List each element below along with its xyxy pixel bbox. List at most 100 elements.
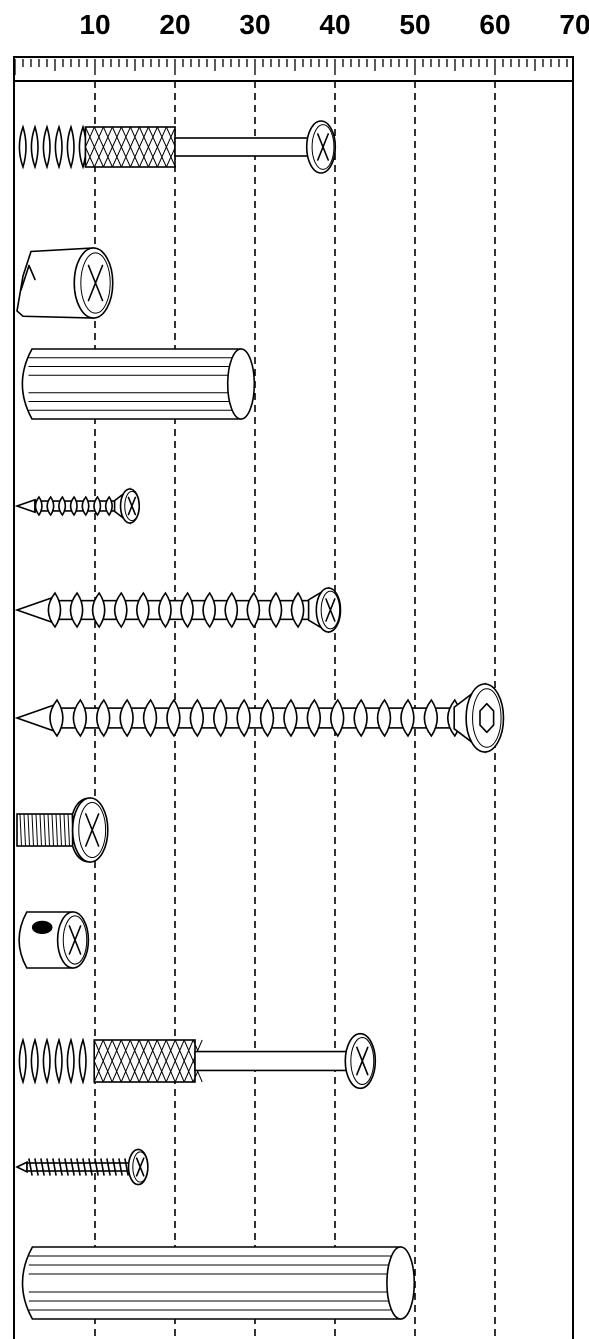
pan-thread <box>124 1158 129 1176</box>
machine-thread <box>31 813 34 847</box>
thread-ridge <box>78 1037 87 1085</box>
screw-head-rim <box>80 252 111 314</box>
thread-ridge <box>283 698 298 738</box>
part-9-expansion-anchor-bolt <box>18 1032 377 1090</box>
thread-ridge <box>81 495 90 517</box>
tick-label-10: 10 <box>79 9 110 40</box>
thread-ridge <box>34 495 43 517</box>
thread-ridge <box>135 591 150 629</box>
screw-head <box>315 587 342 633</box>
part-10-pan-head-screw <box>15 1148 149 1186</box>
thread-ridge <box>93 495 102 517</box>
machine-thread <box>19 813 22 847</box>
thread-ridge <box>246 591 261 629</box>
dowel-body <box>21 1246 402 1320</box>
thread-ridge <box>46 495 55 517</box>
thread-ridge <box>306 698 322 738</box>
thread-ridge <box>180 591 194 629</box>
screw-head-rim <box>124 490 140 522</box>
ruler <box>13 56 574 1339</box>
screw-tip <box>14 498 36 514</box>
phillips-cross <box>356 1046 369 1076</box>
pan-thread <box>76 1158 81 1176</box>
machine-thread <box>51 813 54 847</box>
screw-head-rim <box>132 1151 149 1183</box>
pan-thread <box>40 1158 45 1176</box>
machine-thread <box>67 813 70 847</box>
thread-ridge <box>353 698 368 738</box>
pan-thread <box>70 1158 75 1176</box>
machine-thread <box>63 813 66 847</box>
pan-thread <box>82 1158 87 1176</box>
part-5-long-wood-screw <box>14 586 342 634</box>
thread-ridge <box>236 698 251 738</box>
thread-ridge <box>49 698 64 738</box>
tick-label-50: 50 <box>399 9 430 40</box>
dowel-body <box>21 348 242 420</box>
screw-tip <box>14 596 52 624</box>
phillips-cross <box>68 925 82 955</box>
hex-socket <box>479 702 495 734</box>
part-11-long-wood-dowel <box>21 1246 416 1320</box>
screw-head <box>465 683 505 753</box>
thread-ridge <box>400 698 415 738</box>
thread-ridge <box>119 698 134 738</box>
screw-head-rim <box>320 590 341 630</box>
machine-thread <box>35 813 38 847</box>
cam-notch <box>20 264 36 291</box>
screw-tip <box>14 704 54 732</box>
pan-screw-tip <box>15 1160 28 1174</box>
parts <box>14 120 505 1320</box>
thread-ridge <box>142 698 158 738</box>
thread-ridge <box>158 591 172 629</box>
part-1-expansion-anchor-bolt <box>18 120 337 174</box>
thread-ridge <box>95 698 111 738</box>
pan-thread <box>34 1158 39 1176</box>
thread-ridge <box>329 698 345 738</box>
phillips-cross <box>325 598 336 622</box>
pan-thread <box>64 1158 69 1176</box>
thread-ridge <box>69 591 84 629</box>
pan-thread <box>88 1158 93 1176</box>
thread-ridge <box>189 698 205 738</box>
pan-thread <box>100 1158 105 1176</box>
thread-ridge <box>18 1037 27 1085</box>
machine-thread <box>59 813 62 847</box>
thread-ridge <box>69 495 78 517</box>
machine-thread <box>55 813 58 847</box>
screw-head <box>305 120 337 174</box>
thread-ridge <box>58 495 67 517</box>
screw-head <box>73 247 114 319</box>
pan-thread <box>94 1158 99 1176</box>
pan-thread <box>106 1158 111 1176</box>
tick-label-70: 70 <box>559 9 589 40</box>
tick-label-60: 60 <box>479 9 510 40</box>
thread-ridge <box>72 698 88 738</box>
part-4-short-wood-screw <box>14 487 141 525</box>
anchor-bolt-shank <box>174 137 322 157</box>
thread-ridge <box>104 495 113 517</box>
machine-thread <box>39 813 42 847</box>
phillips-cross <box>127 496 137 516</box>
thread-ridge <box>290 591 305 629</box>
screw-head-rim <box>311 124 335 170</box>
phillips-cross <box>317 133 329 161</box>
thread-ridge <box>202 591 217 629</box>
pan-thread <box>46 1158 51 1176</box>
thread-ridge <box>212 698 228 738</box>
thread-ridge <box>259 698 275 738</box>
thread-ridge <box>66 124 75 170</box>
screw-head-rim <box>472 688 502 748</box>
thread-ridge <box>66 1037 75 1085</box>
machine-thread <box>43 813 46 847</box>
pan-thread <box>52 1158 57 1176</box>
phillips-cross <box>87 264 104 302</box>
thread-ridge <box>423 698 439 738</box>
part-6-hex-socket-screw <box>14 682 505 754</box>
machine-screw-shank <box>16 813 77 847</box>
thread-ridge <box>54 124 63 170</box>
thread-ridge <box>42 124 51 170</box>
barrel-hole <box>31 920 53 935</box>
thread-ridge <box>47 591 62 629</box>
screw-head <box>344 1032 377 1090</box>
